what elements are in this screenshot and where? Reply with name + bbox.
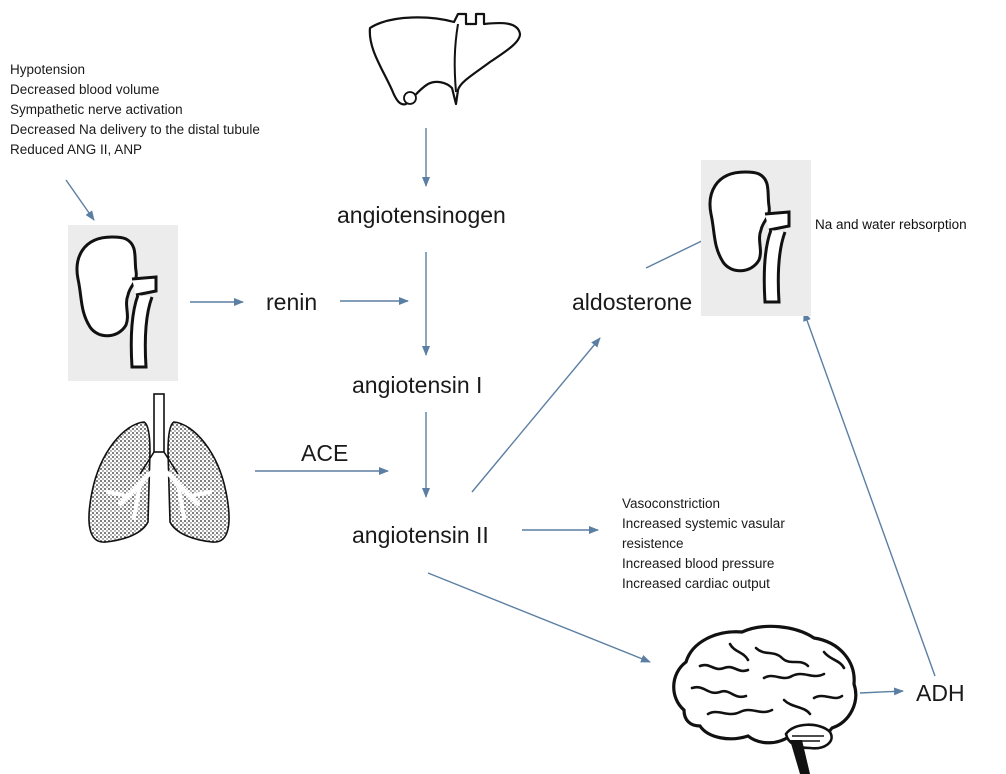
arrow-angiotensin-2-to-aldosterone xyxy=(472,338,600,492)
kidney-icon xyxy=(700,160,812,316)
kidney-icon xyxy=(68,225,178,381)
arrow-triggers-to-kidney xyxy=(66,180,94,220)
angiotensin-2-label: angiotensin II xyxy=(352,522,489,549)
effect-item: resistence xyxy=(622,534,785,554)
brain-icon xyxy=(664,622,860,774)
trigger-item: Hypotension xyxy=(10,60,260,80)
aldosterone-label: aldosterone xyxy=(572,289,692,316)
adh-label: ADH xyxy=(916,680,965,707)
angiotensin-1-label: angiotensin I xyxy=(352,372,482,399)
angiotensinogen-label: angiotensinogen xyxy=(337,202,506,229)
lungs-icon xyxy=(84,392,234,550)
liver-icon xyxy=(362,8,522,108)
renin-label: renin xyxy=(266,289,317,316)
trigger-item: Decreased Na delivery to the distal tubu… xyxy=(10,120,260,140)
arrow-angiotensin-2-to-brain xyxy=(428,573,650,662)
trigger-item: Decreased blood volume xyxy=(10,80,260,100)
trigger-item: Reduced ANG II, ANP xyxy=(10,140,260,160)
trigger-item: Sympathetic nerve activation xyxy=(10,100,260,120)
effect-item: Increased systemic vasular xyxy=(622,514,785,534)
arrow-brain-to-adh xyxy=(860,691,903,693)
na-water-reabsorption-label: Na and water rebsorption xyxy=(815,217,967,232)
effects-list: Vasoconstriction Increased systemic vasu… xyxy=(622,494,785,594)
ace-label: ACE xyxy=(301,440,348,467)
effect-item: Increased blood pressure xyxy=(622,554,785,574)
effect-item: Increased cardiac output xyxy=(622,574,785,594)
effect-item: Vasoconstriction xyxy=(622,494,785,514)
trigger-list: Hypotension Decreased blood volume Sympa… xyxy=(10,60,260,160)
